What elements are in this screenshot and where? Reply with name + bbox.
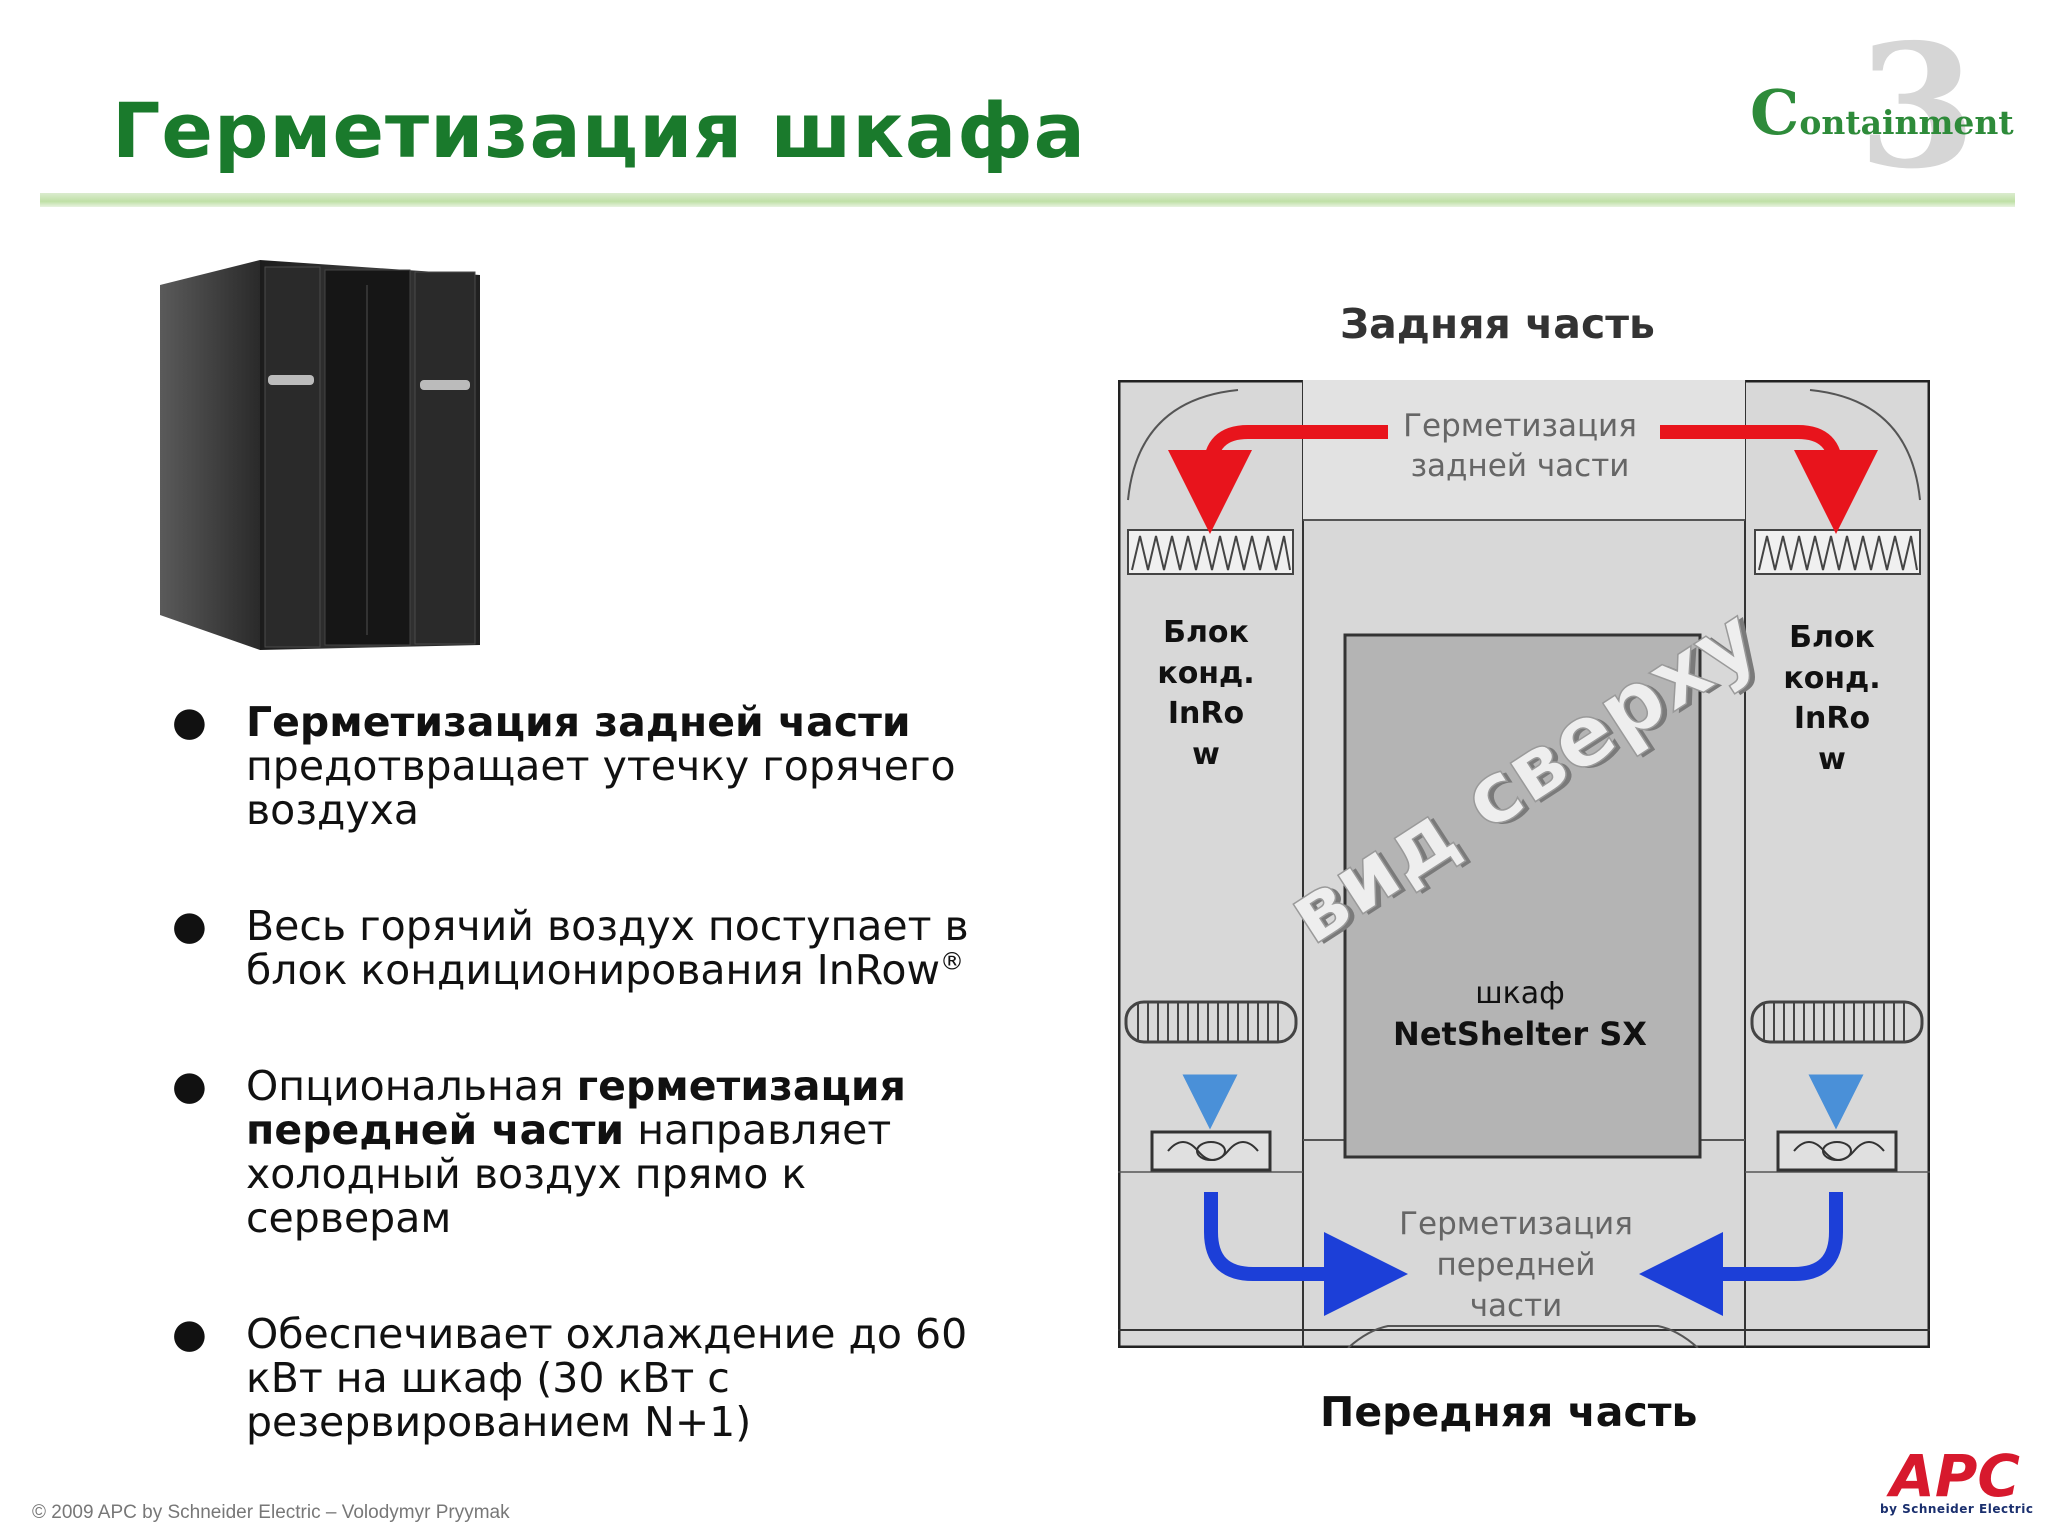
apc-logo-text: APC — [1886, 1442, 2020, 1510]
filter-left — [1127, 529, 1294, 575]
bullet-text: Опциональная — [246, 1062, 577, 1110]
apc-logo-subtitle: by Schneider Electric — [1880, 1502, 2034, 1516]
bullet-text: Весь горячий воздух поступает в блок кон… — [246, 902, 969, 994]
bullet-text: предотвращает утечку горячего воздуха — [246, 742, 956, 834]
rack-label-1: шкаф — [1475, 976, 1565, 1011]
logo-letter: C — [1750, 76, 1800, 149]
back-label: Задняя часть — [1340, 300, 1655, 348]
hot-air-arrow-right — [1660, 425, 1878, 534]
bullet-item: ● Герметизация задней части предотвращае… — [160, 700, 1020, 832]
front-seal-line-3: части — [1470, 1288, 1563, 1324]
bullet-bold: Герметизация задней части — [246, 698, 911, 746]
bullet-list: ● Герметизация задней части предотвращае… — [160, 700, 1020, 1516]
cold-air-arrow-right — [1639, 1192, 1843, 1316]
bullet-dot-icon: ● — [172, 903, 207, 949]
slide-title: Герметизация шкафа — [112, 86, 1086, 175]
rack-label-2: NetShelter SX — [1393, 1015, 1647, 1053]
cold-air-arrow-left — [1204, 1192, 1408, 1316]
bullet-dot-icon: ● — [172, 1311, 207, 1357]
logo-digit: 3 — [1858, 7, 1977, 207]
top-view-diagram: Герметизация задней части Герметизация п… — [1118, 380, 1930, 1348]
unit-label-right-1: Блок — [1789, 620, 1875, 655]
bullet-item: ● Обеспечивает охлаждение до 60 кВт на ш… — [160, 1312, 1020, 1444]
unit-label-left-1: Блок — [1163, 615, 1249, 650]
unit-label-right-4: w — [1818, 742, 1846, 777]
front-label: Передняя часть — [1320, 1388, 1698, 1436]
fan-left-icon — [1150, 1130, 1272, 1172]
bullet-item: ● Весь горячий воздух поступает в блок к… — [160, 904, 1020, 992]
registered-mark: ® — [940, 947, 964, 976]
logo-word: Containment — [1750, 76, 2014, 149]
bullet-dot-icon: ● — [172, 699, 207, 745]
front-seal-line-2: передней — [1436, 1247, 1595, 1283]
logo-rest: ontainment — [1799, 103, 2014, 142]
rack-photo — [160, 260, 480, 650]
hot-air-arrow-left — [1168, 425, 1388, 534]
bullet-dot-icon: ● — [172, 1063, 207, 1109]
unit-label-right-3: InRo — [1794, 701, 1870, 736]
bullet-item: ● Опциональная герметизация передней час… — [160, 1064, 1020, 1240]
unit-label-right-2: конд. — [1783, 661, 1880, 696]
containment-logo: 3 Containment — [1740, 22, 2020, 192]
fan-right-icon — [1776, 1130, 1898, 1172]
copyright-footer: © 2009 APC by Schneider Electric – Volod… — [32, 1502, 510, 1523]
rear-seal-line-1: Герметизация — [1403, 408, 1637, 444]
bullet-text: Обеспечивает охлаждение до 60 кВт на шка… — [246, 1310, 968, 1446]
rack-box — [1343, 633, 1702, 1159]
rear-seal-line-2: задней части — [1411, 448, 1630, 484]
unit-label-left-2: конд. — [1157, 656, 1254, 691]
filter-right — [1754, 529, 1921, 575]
header-divider — [40, 193, 2015, 207]
bullet-text: направляет холодный воздух прямо к серве… — [246, 1106, 892, 1242]
front-seal-line-1: Герметизация — [1399, 1206, 1633, 1242]
unit-label-left-3: InRo — [1168, 696, 1244, 731]
apc-logo: APC — [1886, 1442, 2020, 1510]
unit-label-left-4: w — [1192, 737, 1220, 772]
bullet-bold: герметизация передней части — [246, 1062, 906, 1154]
